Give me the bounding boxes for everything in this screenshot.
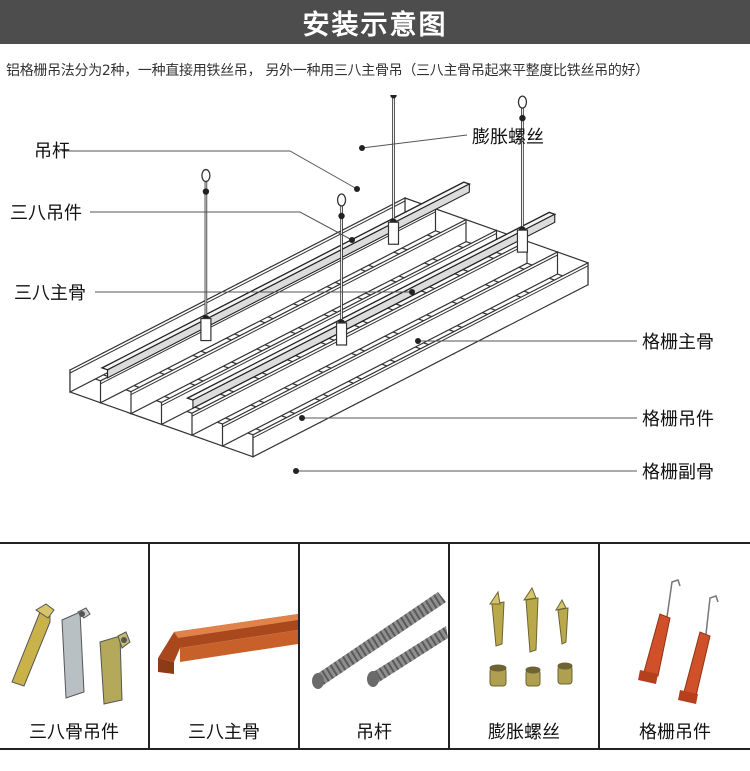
threaded-rod-icon — [312, 592, 448, 689]
header-banner: 安装示意图 — [0, 0, 750, 44]
part-label: 三八骨吊件 — [29, 722, 119, 743]
callout-sanba-hanger: 三八吊件 — [10, 203, 82, 224]
callout-rod: 吊杆 — [34, 141, 70, 162]
callout-sanba-main: 三八主骨 — [14, 283, 86, 304]
part-label: 三八主骨 — [188, 722, 260, 743]
part-cell-expansion-bolt: 膨胀螺丝 — [450, 544, 600, 748]
spring-clip-icon — [638, 579, 719, 704]
callout-expansion-bolt: 膨胀螺丝 — [472, 127, 544, 148]
part-label: 格栅吊件 — [639, 722, 711, 743]
expansion-bolt-icon — [489, 586, 573, 687]
part-label: 吊杆 — [356, 722, 392, 743]
part-label: 膨胀螺丝 — [488, 722, 560, 743]
installation-diagram: 吊杆 膨胀螺丝 三八吊件 三八主骨 格栅主骨 格栅吊件 格栅副骨 — [0, 95, 750, 535]
grille-ceiling-drawing — [62, 95, 637, 474]
callout-grille-main: 格栅主骨 — [642, 332, 714, 353]
channel-beam-icon — [158, 614, 298, 674]
page-title: 安装示意图 — [302, 9, 448, 41]
callout-grille-hanger: 格栅吊件 — [642, 409, 714, 430]
bracket-hanger-icon — [11, 603, 131, 705]
part-cell-sanba-hanger: 三八骨吊件 — [0, 544, 150, 748]
part-cell-rod: 吊杆 — [300, 544, 450, 748]
part-cell-grille-hanger: 格栅吊件 — [600, 544, 750, 748]
callout-grille-sub: 格栅副骨 — [642, 462, 714, 483]
part-cell-sanba-main: 三八主骨 — [150, 544, 300, 748]
intro-text: 铝格栅吊法分为2种，一种直接用铁丝吊， 另外一种用三八主骨吊（三八主骨吊起来平整… — [6, 63, 649, 79]
parts-table: 三八骨吊件 三八主骨 吊杆 — [0, 542, 750, 750]
